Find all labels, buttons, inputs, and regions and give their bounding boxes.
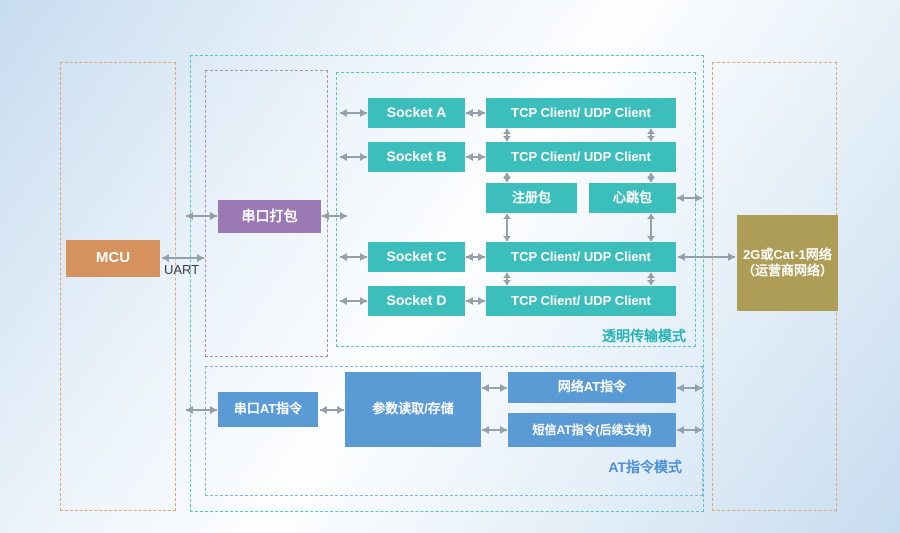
- network-at-right-arrow: [677, 384, 702, 392]
- carrier-network-box: 2G或Cat-1网络 （运营商网络）: [737, 215, 838, 311]
- register-packet-label: 注册包: [511, 189, 551, 205]
- socket-b-left-arrow: [340, 153, 367, 161]
- register-packet-box: 注册包: [486, 183, 577, 213]
- socket-a-tcp-arrow: [466, 109, 485, 117]
- sms-at-right-arrow: [677, 426, 702, 434]
- serial-at-left-arrow: [186, 406, 217, 414]
- socket-a-left-arrow: [340, 109, 367, 117]
- tcp-udp-client-box-2: TCP Client/ UDP Client: [486, 142, 676, 172]
- uart-label: UART: [164, 262, 200, 277]
- network-at-label: 网络AT指令: [557, 379, 627, 395]
- socket-b-label: Socket B: [386, 148, 447, 165]
- tcp3-tcp4-arrow-right: [647, 273, 655, 285]
- tcp1-tcp2-arrow-left: [503, 129, 511, 141]
- socket-a-label: Socket A: [386, 104, 447, 121]
- heartbeat-right-arrow: [677, 194, 702, 202]
- socket-c-label: Socket C: [386, 248, 447, 265]
- serial-pack-left-arrow: [186, 212, 217, 220]
- socket-c-box: Socket C: [368, 242, 465, 272]
- param-network-at-arrow: [482, 384, 507, 392]
- tcp-udp-client-label-2: TCP Client/ UDP Client: [511, 148, 651, 164]
- heartbeat-packet-box: 心跳包: [589, 183, 676, 213]
- serial-pack-label: 串口打包: [241, 207, 298, 224]
- tcp-network-arrow: [678, 253, 735, 261]
- socket-c-left-arrow: [340, 253, 367, 261]
- serial-at-label: 串口AT指令: [233, 401, 303, 417]
- at-mode-label: AT指令模式: [608, 459, 682, 475]
- tcp1-tcp2-arrow-right: [647, 129, 655, 141]
- param-sms-at-arrow: [482, 426, 507, 434]
- socket-d-label: Socket D: [386, 292, 447, 309]
- mcu-region: [60, 62, 176, 511]
- serial-pack-box: 串口打包: [218, 200, 321, 233]
- param-storage-label: 参数读取/存储: [372, 401, 454, 417]
- heartbeat-tcp3-arrow: [647, 214, 655, 241]
- heartbeat-packet-label: 心跳包: [612, 189, 652, 205]
- tcp-udp-client-box-3: TCP Client/ UDP Client: [486, 242, 676, 272]
- param-storage-box: 参数读取/存储: [345, 372, 481, 447]
- mcu-label: MCU: [95, 249, 131, 267]
- socket-d-tcp-arrow: [466, 297, 485, 305]
- transparent-mode-label: 透明传输模式: [602, 328, 686, 344]
- at-mode-region: [205, 366, 703, 496]
- carrier-network-line2: （运营商网络）: [741, 263, 833, 278]
- tcp-udp-client-label-4: TCP Client/ UDP Client: [511, 292, 651, 308]
- carrier-network-line1: 2G或Cat-1网络: [743, 246, 832, 262]
- socket-d-left-arrow: [340, 297, 367, 305]
- tcp3-tcp4-arrow-left: [503, 273, 511, 285]
- transparent-mode-region: [336, 72, 696, 347]
- serial-at-box: 串口AT指令: [218, 392, 318, 427]
- tcp-udp-client-label-3: TCP Client/ UDP Client: [511, 248, 651, 264]
- tcp-udp-client-box-4: TCP Client/ UDP Client: [486, 286, 676, 316]
- serial-pack-right-arrow: [322, 212, 347, 220]
- socket-b-box: Socket B: [368, 142, 465, 172]
- mcu-box: MCU: [66, 240, 160, 277]
- tcp-udp-client-box-1: TCP Client/ UDP Client: [486, 98, 676, 128]
- socket-b-tcp-arrow: [466, 153, 485, 161]
- tcp2-register-arrow: [503, 173, 511, 182]
- serial-at-param-arrow: [320, 406, 344, 414]
- tcp-udp-client-label-1: TCP Client/ UDP Client: [511, 104, 651, 120]
- socket-c-tcp-arrow: [466, 253, 485, 261]
- socket-a-box: Socket A: [368, 98, 465, 128]
- tcp2-heartbeat-arrow: [647, 173, 655, 182]
- network-at-box: 网络AT指令: [508, 372, 676, 403]
- sms-at-label: 短信AT指令(后续支持): [532, 422, 652, 437]
- register-tcp3-arrow: [503, 214, 511, 241]
- sms-at-box: 短信AT指令(后续支持): [508, 413, 676, 447]
- module-region: [190, 55, 704, 512]
- mcu-uart-arrow: [162, 254, 204, 262]
- socket-d-box: Socket D: [368, 286, 465, 316]
